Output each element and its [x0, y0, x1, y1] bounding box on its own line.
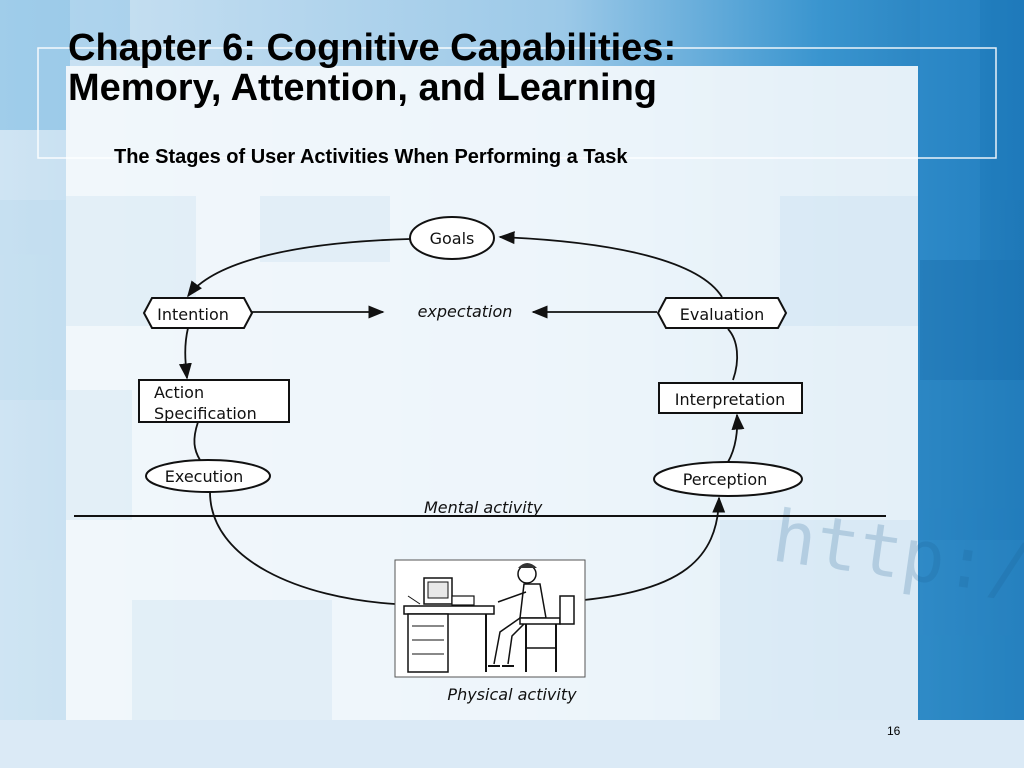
edge-perception-to-interpretation: [727, 413, 745, 463]
edge-interpretation-to-evaluation: [727, 328, 739, 381]
evaluation-label: Evaluation: [680, 305, 764, 324]
execution-label: Execution: [165, 467, 244, 486]
expectation-label: expectation: [418, 302, 513, 321]
edge-evaluation-to-goals: [498, 231, 723, 298]
slide-title-line-1: Chapter 6: Cognitive Capabilities:: [68, 27, 677, 69]
intention-node: [142, 297, 254, 329]
action-spec-label-line-1: Action: [154, 383, 204, 402]
slide-title: Chapter 6: Cognitive Capabilities: Memor…: [68, 28, 676, 108]
interpretation-label: Interpretation: [675, 390, 786, 409]
slide-title-line-2: Memory, Attention, and Learning: [68, 67, 658, 109]
diagram-caption: The Stages of User Activities When Perfo…: [114, 146, 628, 168]
physical-activity-label: Physical activity: [447, 685, 577, 704]
edge-physical-to-perception: [583, 496, 726, 601]
edge-execution-to-physical: [209, 491, 396, 605]
slide-number: 16: [887, 724, 901, 738]
execution-node: [145, 459, 271, 493]
edge-action-spec-to-execution: [193, 421, 201, 461]
action-spec-label-line-2: Specification: [154, 404, 257, 423]
edge-intention-to-action-spec: [178, 327, 192, 380]
intention-label: Intention: [157, 305, 229, 324]
perception-node: [653, 461, 803, 497]
person-at-computer-illustration: [394, 559, 586, 678]
perception-label: Perception: [683, 470, 768, 489]
goals-label: Goals: [430, 229, 475, 248]
edge-goals-to-intention: [187, 238, 411, 298]
interpretation-node: [658, 382, 803, 414]
evaluation-node: [656, 297, 788, 329]
mental-activity-label: Mental activity: [424, 498, 543, 517]
goals-node: [409, 216, 495, 260]
action-specification-node: [138, 379, 290, 423]
